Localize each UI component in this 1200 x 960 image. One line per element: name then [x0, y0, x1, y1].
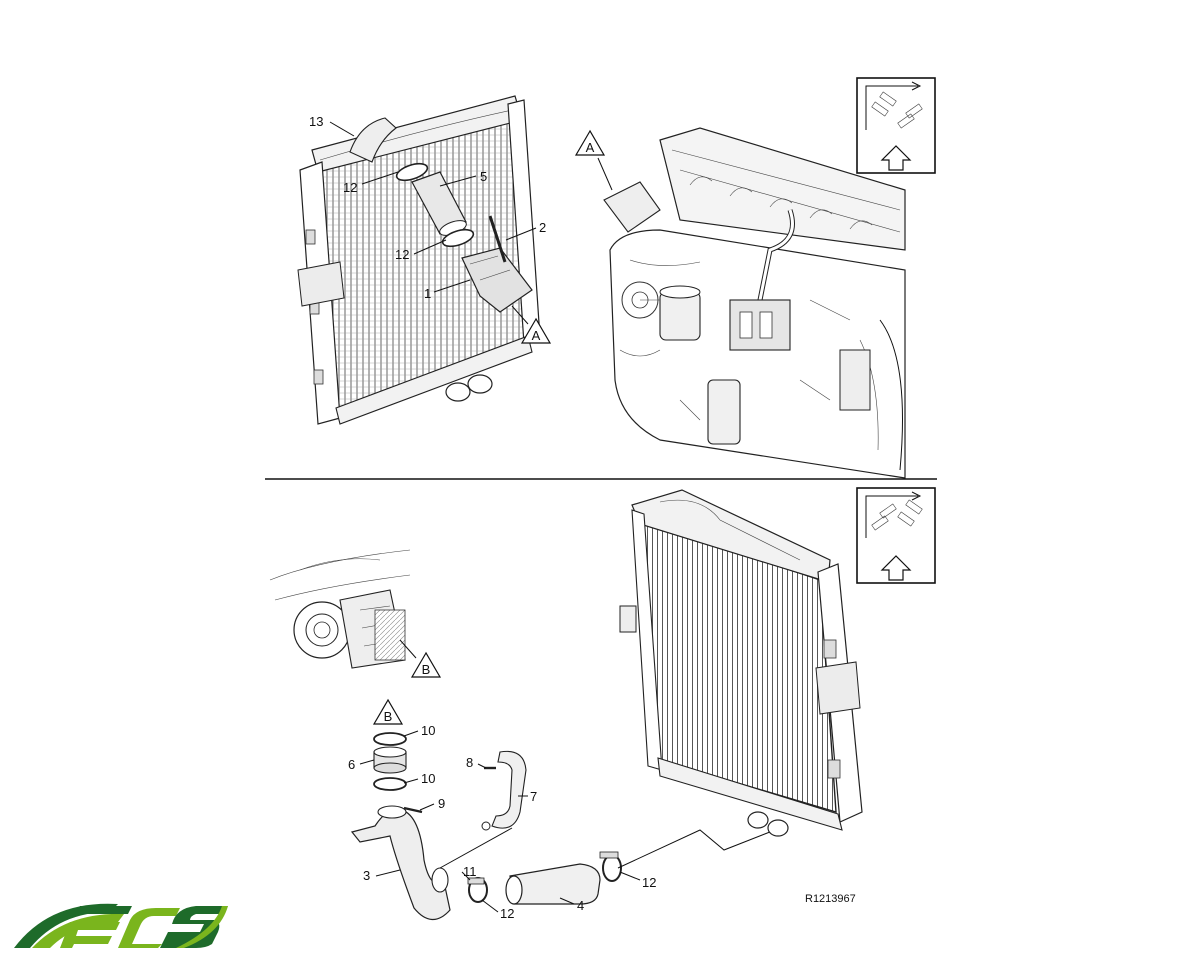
front-direction-icon-top	[856, 77, 936, 174]
callout-7: 7	[530, 789, 537, 804]
bottom-radiator-assembly	[619, 489, 863, 837]
callout-12-bottom-left: 12	[500, 906, 514, 921]
detail-mark-b-parts: B	[372, 698, 404, 725]
callouts-bottom: 10 6 10 9 8 7 3 11 12 4 12	[348, 723, 656, 921]
detail-mark-b-turbo: B	[410, 651, 442, 678]
reference-code: R1213967	[805, 893, 856, 905]
callout-4: 4	[577, 898, 584, 913]
callouts-top: 13 12 5 2 12 1	[309, 114, 546, 301]
callout-11: 11	[463, 864, 477, 879]
callout-13: 13	[309, 114, 323, 129]
callout-2: 2	[539, 220, 546, 235]
callout-5: 5	[480, 169, 487, 184]
callout-1: 1	[424, 286, 431, 301]
detail-mark-a-radiator: A	[520, 317, 552, 344]
detail-mark-b-turbo-label: B	[422, 662, 431, 677]
callout-3: 3	[363, 868, 370, 883]
callout-10-upper: 10	[421, 723, 435, 738]
front-direction-icon-bottom	[856, 487, 936, 584]
exploded-parts	[350, 732, 776, 921]
turbo-view	[269, 549, 411, 669]
detail-mark-b-parts-label: B	[384, 709, 393, 724]
callout-9: 9	[438, 796, 445, 811]
engine-view	[603, 127, 906, 479]
callout-6: 6	[348, 757, 355, 772]
top-radiator-assembly	[297, 95, 541, 425]
callout-10-lower: 10	[421, 771, 435, 786]
detail-mark-a-engine: A	[574, 129, 606, 156]
callout-12-bottom-right: 12	[642, 875, 656, 890]
callout-12-lower: 12	[395, 247, 409, 262]
ecs-logo	[14, 903, 228, 948]
detail-mark-a-radiator-label: A	[532, 328, 541, 343]
callout-8: 8	[466, 755, 473, 770]
callout-12-upper: 12	[343, 180, 357, 195]
detail-mark-a-engine-label: A	[586, 140, 595, 155]
